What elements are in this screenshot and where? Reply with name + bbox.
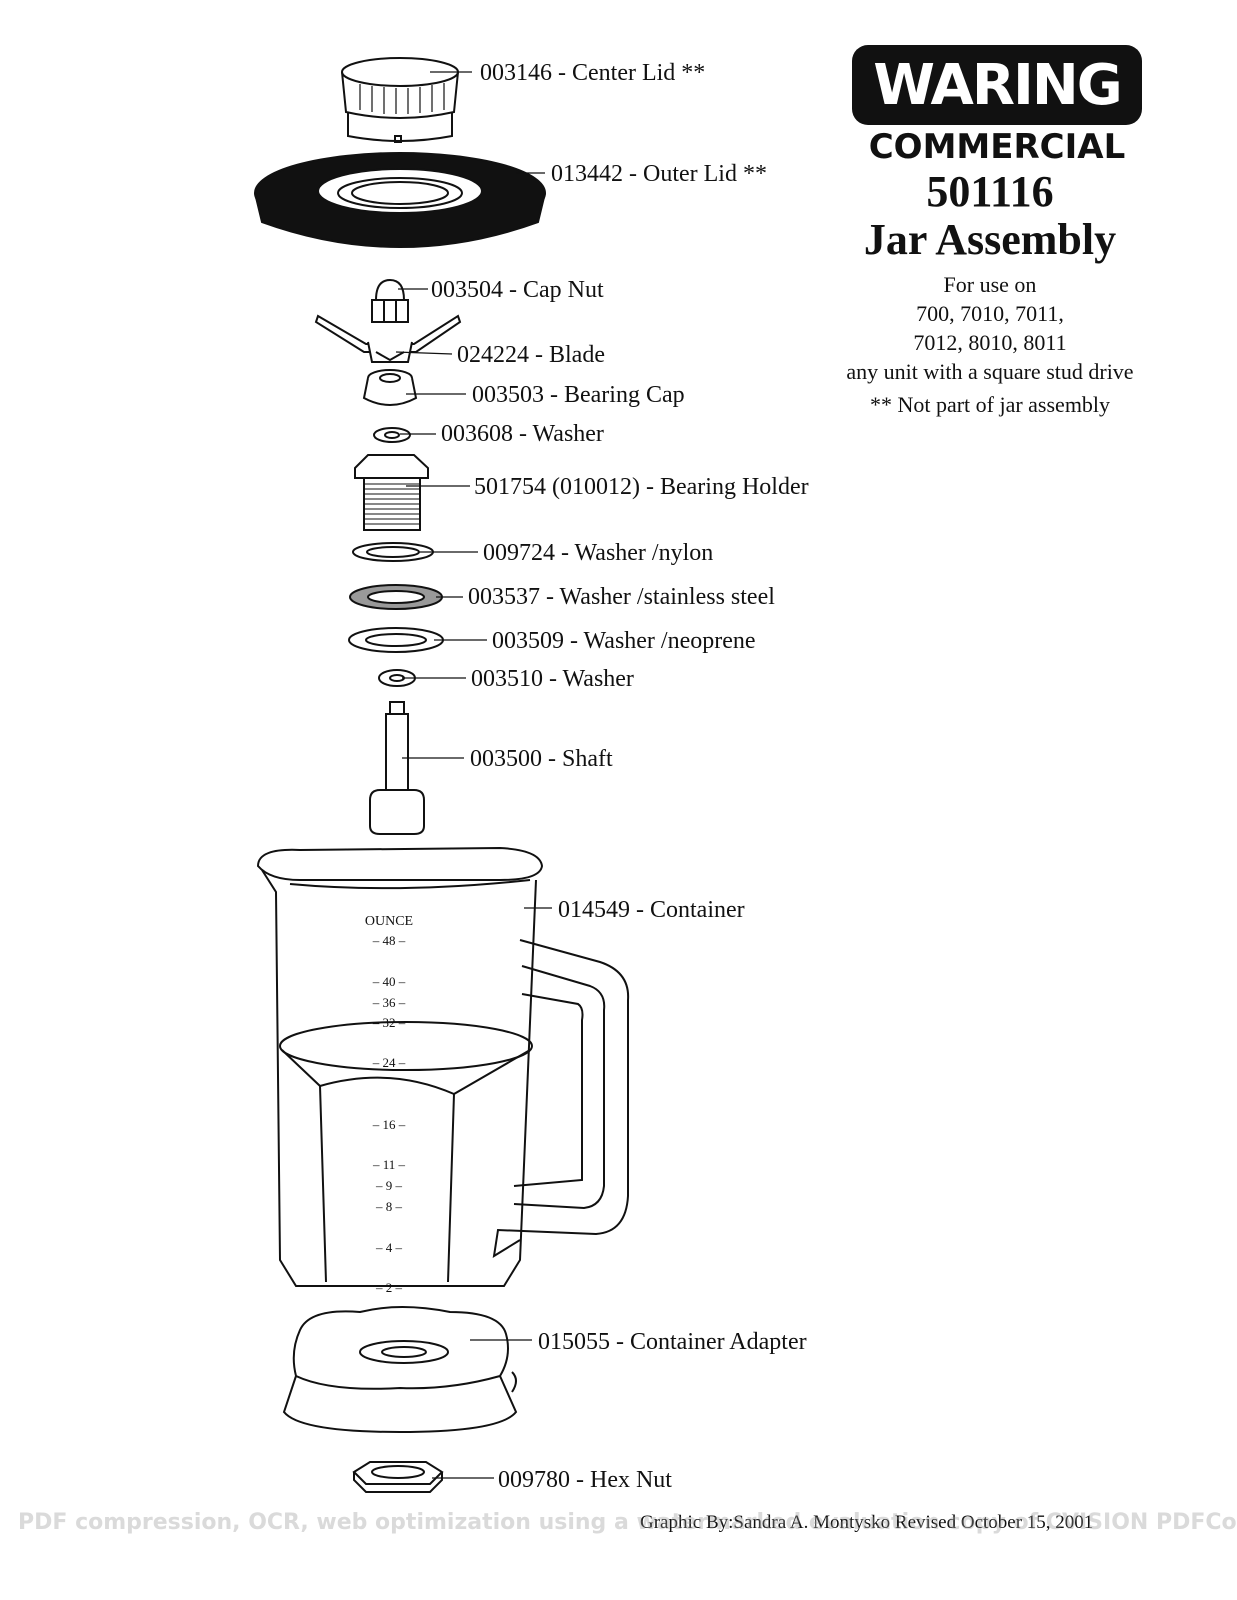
scale-unit: OUNCE: [365, 914, 413, 929]
scale-mark: – 8 –: [375, 1199, 403, 1214]
label-center-lid: 003146 - Center Lid **: [480, 60, 705, 86]
label-washer-nylon: 009724 - Washer /nylon: [483, 540, 713, 566]
hex-nut-drawing: [352, 1461, 444, 1493]
watermark: PDF compression, OCR, web optimization u…: [18, 1510, 1237, 1535]
label-washer-003608: 003608 - Washer: [441, 421, 604, 447]
for-use-on: For use on: [943, 272, 1037, 297]
bearing-holder-drawing: [354, 454, 429, 531]
title-block: 501116 Jar Assembly For use on 700, 7010…: [805, 168, 1175, 419]
label-hex-nut: 009780 - Hex Nut: [498, 1467, 672, 1493]
models-line: 7012, 8010, 8011: [913, 330, 1067, 355]
label-washer-003510: 003510 - Washer: [471, 666, 634, 692]
page-title: Jar Assembly: [863, 215, 1117, 264]
label-washer-stainless: 003537 - Washer /stainless steel: [468, 584, 775, 610]
logo-main: WARING: [852, 45, 1142, 125]
label-washer-neoprene: 003509 - Washer /neoprene: [492, 628, 756, 654]
label-cap-nut: 003504 - Cap Nut: [431, 277, 604, 303]
bearing-cap-drawing: [362, 369, 418, 406]
cap-nut-drawing: [371, 278, 409, 323]
washer-neoprene-drawing: [348, 627, 444, 653]
label-shaft: 003500 - Shaft: [470, 746, 613, 772]
scale-mark: – 32 –: [372, 1015, 406, 1030]
scale-mark: – 24 –: [372, 1055, 406, 1070]
compatibility-block: For use on 700, 7010, 7011, 7012, 8010, …: [805, 270, 1175, 386]
container-scale: OUNCE – 48 – – 40 – – 36 – – 32 – – 24 –…: [365, 914, 413, 1295]
model-number: 501116: [926, 167, 1054, 216]
label-container-adapter: 015055 - Container Adapter: [538, 1329, 807, 1355]
models-line: any unit with a square stud drive: [846, 359, 1134, 384]
scale-mark: – 48 –: [372, 933, 406, 948]
shaft-drawing: [369, 701, 425, 835]
container-drawing: [256, 846, 630, 1287]
washer-003608-drawing: [373, 427, 411, 443]
scale-mark: – 11 –: [372, 1157, 406, 1172]
scale-mark: – 2 –: [375, 1280, 403, 1295]
scale-mark: – 16 –: [372, 1117, 406, 1132]
footer-credit: Graphic By:Sandra A. Montysko Revised Oc…: [640, 1512, 1094, 1533]
label-bearing-holder: 501754 (010012) - Bearing Holder: [474, 474, 809, 500]
outer-lid-drawing: [254, 152, 546, 248]
blade-drawing: [314, 314, 462, 363]
scale-mark: – 9 –: [375, 1178, 403, 1193]
container-adapter-drawing: [282, 1306, 518, 1434]
models-line: 700, 7010, 7011,: [916, 301, 1064, 326]
scale-mark: – 40 –: [372, 974, 406, 989]
part-labels: 003146 - Center Lid ** 013442 - Outer Li…: [431, 60, 809, 1493]
waring-commercial-logo: WARING COMMERCIAL: [852, 45, 1142, 167]
scale-mark: – 4 –: [375, 1240, 403, 1255]
label-bearing-cap: 003503 - Bearing Cap: [472, 382, 685, 408]
center-lid-drawing: [341, 57, 459, 143]
label-container: 014549 - Container: [558, 897, 745, 923]
leader-lines: [395, 71, 552, 1479]
assembly-note: ** Not part of jar assembly: [869, 392, 1111, 417]
scale-mark: – 36 –: [372, 995, 406, 1010]
label-blade: 024224 - Blade: [457, 342, 605, 368]
label-outer-lid: 013442 - Outer Lid **: [551, 161, 767, 187]
logo-sub: COMMERCIAL: [868, 127, 1126, 167]
